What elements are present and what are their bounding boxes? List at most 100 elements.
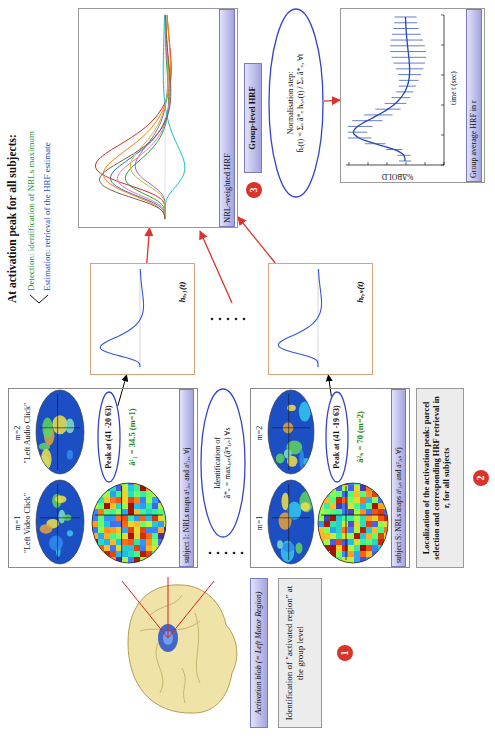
parcel <box>354 521 361 528</box>
parcel <box>330 527 337 534</box>
parcel <box>104 497 111 504</box>
parcel <box>134 539 141 546</box>
axis-tick <box>349 162 350 165</box>
parcel <box>134 509 141 516</box>
parcel <box>122 497 129 504</box>
parcel <box>152 509 159 516</box>
parcel <box>336 503 343 510</box>
parcel <box>372 515 379 522</box>
axis-tick <box>368 162 369 165</box>
hrf-plot: hᵣ,ₛ(t) <box>268 263 373 375</box>
parcel <box>164 491 171 498</box>
parcel <box>342 485 349 492</box>
parcel <box>372 521 379 528</box>
node-text: â*ₛ = maxⱼ,ₘ(âᵐⱼ,ₛ) ∀s <box>223 427 233 498</box>
parcel <box>164 503 171 510</box>
parcel <box>348 497 355 504</box>
parcel <box>128 515 135 522</box>
parcel <box>336 527 343 534</box>
parcel <box>324 515 331 522</box>
parcel <box>134 521 141 528</box>
ellipse-content: Normalisation step:h̄ᵣ(t) = Σₛ â*ₛ hᵣ,ₛ(… <box>268 8 324 198</box>
parcel <box>104 527 111 534</box>
node-text: subject 1: NRLs maps a¹ⱼ,₁ and a²ⱼ,₁ ∀j <box>179 389 194 567</box>
parcel <box>128 557 135 564</box>
parcel <box>318 545 325 552</box>
node-text: Group average HRF in r <box>466 9 482 182</box>
parcel <box>366 521 373 528</box>
parcel <box>336 485 343 492</box>
weighted-hrf-curve <box>135 15 167 219</box>
parcel <box>348 479 355 486</box>
parcel <box>354 551 361 558</box>
parcel <box>134 485 141 492</box>
parcel <box>342 503 349 510</box>
hrf-plot: hᵣ,₁(t) <box>90 263 195 375</box>
parcel <box>98 509 105 516</box>
parcel <box>98 479 105 486</box>
crosshair <box>272 394 310 470</box>
identification-ellipse: Identification ofâ*ₛ = maxⱼ,ₘ(âᵐⱼ,ₛ) ∀s <box>200 388 246 538</box>
parcel <box>324 527 331 534</box>
parcel <box>366 503 373 510</box>
parcel <box>104 485 111 492</box>
hrf-curve <box>278 269 321 367</box>
parcel <box>354 491 361 498</box>
parcel <box>158 545 165 552</box>
parcel <box>140 533 147 540</box>
ellipsis-dot <box>227 318 230 321</box>
mean-hrf-curve <box>353 17 409 161</box>
parcel <box>146 557 153 564</box>
parcel <box>146 497 153 504</box>
node-text: m=1 <box>13 479 23 567</box>
parcel <box>342 515 349 522</box>
parcel <box>110 509 117 516</box>
map-blob <box>52 415 67 434</box>
map-outline <box>36 390 84 474</box>
parcel <box>152 491 159 498</box>
parcel <box>140 485 147 492</box>
parcel <box>372 509 379 516</box>
parcel <box>164 539 171 546</box>
parcel <box>128 497 135 504</box>
parcel <box>348 539 355 546</box>
weighted-hrf-curve <box>117 15 169 219</box>
parcel <box>330 515 337 522</box>
parcel <box>110 557 117 564</box>
parcel <box>348 503 355 510</box>
parcel <box>354 479 361 486</box>
parcel <box>158 557 165 564</box>
parcel <box>152 533 159 540</box>
node-text: Localization of the activation peak: par… <box>421 395 452 561</box>
parcel <box>92 551 99 558</box>
parcel <box>140 503 147 510</box>
brain-outline <box>128 585 237 713</box>
parcel <box>366 479 373 486</box>
parcel <box>122 503 129 510</box>
weighted-hrf-curve <box>95 15 171 219</box>
parcel <box>318 479 325 486</box>
map-outline <box>268 390 314 474</box>
crosshair <box>272 484 310 560</box>
parcel <box>110 527 117 534</box>
map-blob <box>67 530 73 536</box>
parcel <box>92 479 99 486</box>
node-text: Identification of <box>213 437 223 489</box>
subject-panel: m=1"Left Video Click"m=2"Left Audio Clic… <box>8 388 198 568</box>
axis-tick <box>441 45 444 46</box>
map-blob <box>284 449 292 458</box>
parcel <box>98 521 105 528</box>
parcel <box>378 479 385 486</box>
parcel <box>98 527 105 534</box>
parcel <box>164 479 171 486</box>
parcel <box>134 515 141 522</box>
parcel <box>146 509 153 516</box>
parcel <box>92 491 99 498</box>
parcel <box>128 539 135 546</box>
error-bar <box>348 132 367 133</box>
parcel <box>324 557 331 564</box>
node-text: NRL-weighted HRF <box>219 9 235 227</box>
parcel <box>122 479 129 486</box>
parcel <box>104 503 111 510</box>
parcel <box>366 551 373 558</box>
